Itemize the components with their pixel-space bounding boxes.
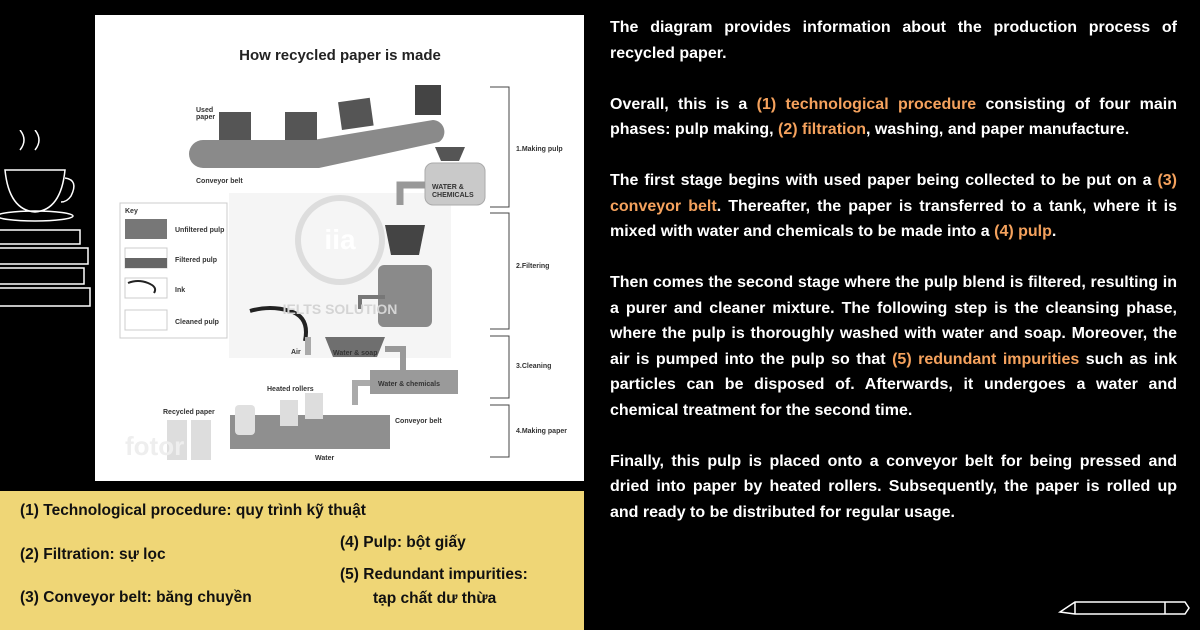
label-used-paper: Used (196, 107, 213, 114)
watermark-logo: iia (324, 224, 356, 255)
recycled-paper-roll (191, 420, 211, 460)
essay-text-segment: Then comes the second stage where the pu… (610, 274, 1177, 368)
label-water-chemicals: WATER & (432, 184, 464, 191)
label-air: Air (291, 349, 301, 356)
highlighted-term: (2) filtration (778, 121, 867, 138)
paper-crate (219, 112, 251, 140)
key-cleaned-pulp: Cleaned pulp (175, 319, 219, 326)
stage-brackets (490, 86, 510, 458)
label-water-soap: Water & soap (333, 350, 377, 357)
essay-text-segment: . Thereafter, the paper is transferred t… (610, 197, 1178, 241)
filter-tank (378, 265, 432, 327)
glossary-item: (3) Conveyor belt: băng chuyền (20, 589, 252, 606)
essay-text-segment: The diagram provides information about t… (610, 19, 1177, 62)
recycled-paper-diagram: iia How recycled paper is made Used pape… (95, 15, 584, 481)
recycled-paper-roll (167, 420, 187, 460)
fotor-watermark: fotor (125, 431, 184, 461)
pipe (352, 380, 370, 405)
label-conveyor-belt-2: Conveyor belt (395, 418, 442, 425)
coffee-cup-books-doodle (0, 130, 91, 307)
glossary-box: (1) Technological procedure: quy trình k… (0, 491, 584, 630)
essay-text-segment: Finally, this pulp is placed onto a conv… (610, 452, 1177, 521)
essay-text-segment: . (1051, 223, 1057, 240)
diagram-title: How recycled paper is made (239, 47, 441, 64)
paper-roll (235, 405, 255, 435)
filter-basket (385, 225, 425, 255)
pipe (385, 346, 406, 371)
paper-crate (338, 97, 374, 130)
label-used-paper: paper (196, 114, 215, 121)
paper-machine (230, 415, 390, 449)
label-recycled-paper: Recycled paper (163, 409, 215, 416)
essay-paragraph: Finally, this pulp is placed onto a conv… (610, 449, 1177, 526)
essay-text-segment: such as ink particles can be disposed of… (610, 350, 1178, 419)
paper-crate (415, 85, 441, 115)
key-ink: Ink (175, 287, 185, 294)
glossary-item: (5) Redundant impurities: (340, 566, 528, 583)
ink-stream (249, 306, 308, 342)
glossary-item: (1) Technological procedure: quy trình k… (20, 502, 366, 519)
stage-cleaning: 3.Cleaning (516, 363, 551, 370)
key-filtered-pulp: Filtered pulp (175, 257, 217, 264)
paper-crate (285, 112, 317, 140)
conveyor-belt-shape (189, 120, 445, 168)
hopper (435, 147, 465, 161)
essay-paragraph: Then comes the second stage where the pu… (610, 270, 1177, 423)
highlighted-term: (4) pulp (994, 223, 1052, 240)
pipe (396, 181, 425, 205)
essay-text-segment: The first stage begins with used paper b… (610, 172, 1158, 189)
highlighted-term: (5) redundant impurities (892, 350, 1080, 368)
heated-roller (305, 393, 323, 419)
key-swatch-ink (124, 277, 168, 299)
watermark: IELTS SOLUTION (283, 301, 398, 317)
pen-doodle (1057, 601, 1190, 615)
essay-paragraph: Overall, this is a (1) technological pro… (610, 92, 1177, 143)
highlighted-term: (1) technological procedure (756, 95, 977, 113)
key-unfiltered-pulp: Unfiltered pulp (175, 227, 224, 234)
glossary-item: tạp chất dư thừa (373, 590, 497, 607)
label-water-chemicals-2: Water & chemicals (378, 381, 440, 388)
label-conveyor-belt: Conveyor belt (196, 178, 243, 185)
air-pump (305, 337, 311, 355)
stage-filtering: 2.Filtering (516, 263, 549, 270)
essay-text-segment: consisting of four main phases: pulp mak… (610, 95, 1177, 139)
label-water-chemicals: CHEMICALS (432, 192, 474, 199)
label-heated-rollers: Heated rollers (267, 386, 314, 393)
essay-text-segment: , washing, and paper manufacture. (866, 121, 1130, 138)
key-swatch-unfiltered (125, 219, 167, 239)
highlighted-term: (3) conveyor belt (610, 172, 1177, 215)
essay-text-segment: Overall, this is a (610, 95, 757, 113)
stage-making-pulp: 1.Making pulp (516, 146, 563, 153)
glossary-item: (2) Filtration: sự lọc (20, 546, 166, 563)
essay-paragraph: The diagram provides information about t… (610, 15, 1177, 66)
key-swatch-cleaned (124, 309, 168, 331)
watermark-logo-ring (295, 195, 385, 285)
chemical-tray (370, 370, 458, 394)
tap (358, 295, 385, 309)
glossary-item: (4) Pulp: bột giấy (340, 534, 466, 551)
key-title: Key (125, 208, 138, 215)
washing-tray (325, 337, 385, 357)
essay-text: The diagram provides information about t… (610, 15, 1177, 551)
label-water: Water (315, 455, 334, 462)
essay-paragraph: The first stage begins with used paper b… (610, 168, 1177, 245)
stage-making-paper: 4.Making paper (516, 428, 567, 435)
heated-roller (280, 400, 298, 426)
